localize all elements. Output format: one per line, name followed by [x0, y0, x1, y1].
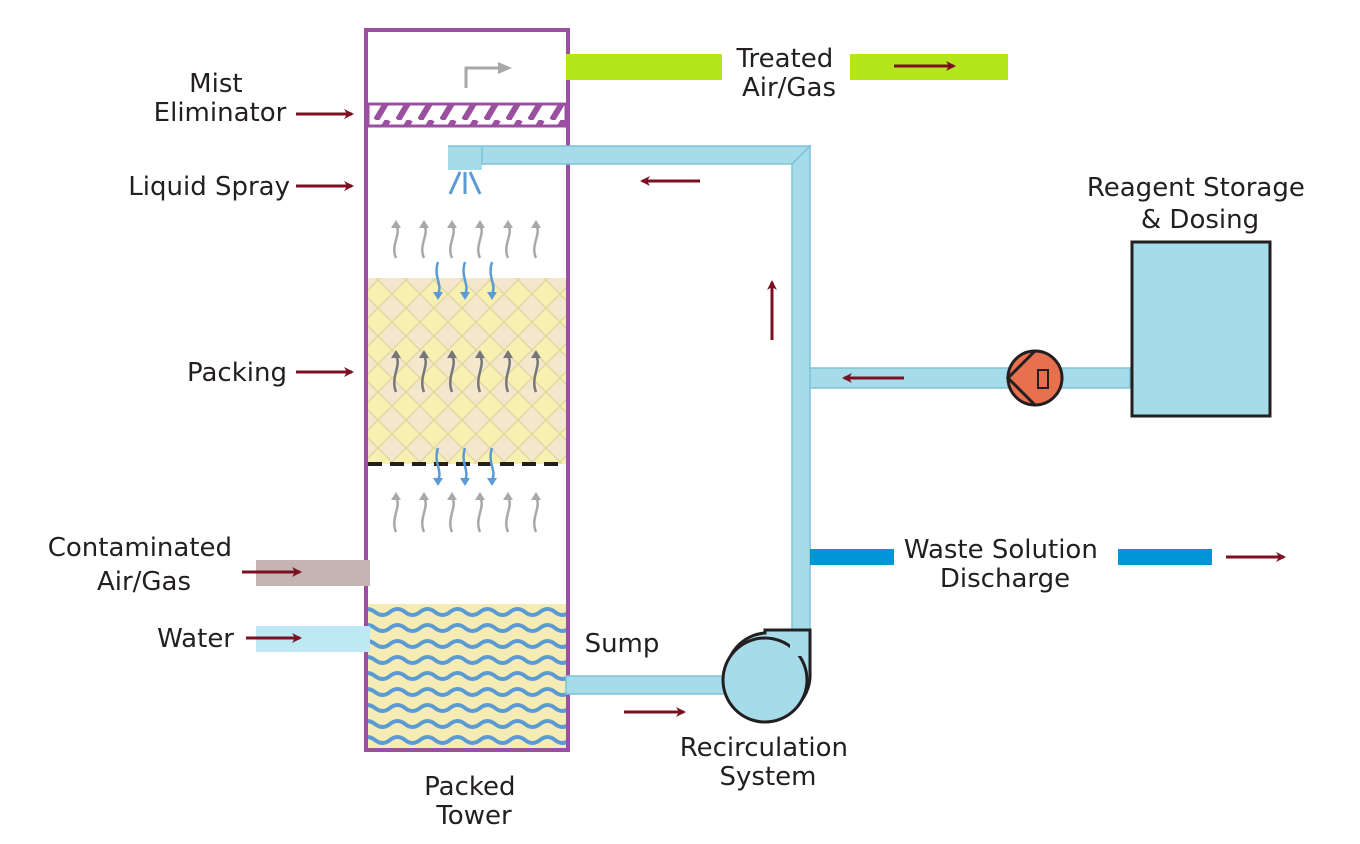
vapor-arrowhead [447, 350, 457, 358]
label-recirculation: Recirculation System [680, 733, 857, 792]
label-liquid-spray: Liquid Spray [128, 172, 290, 202]
drop-arrowhead [433, 292, 443, 300]
vapor-arrow [533, 497, 539, 533]
vapor-arrowhead [475, 350, 485, 358]
label-reagent: Reagent Storage & Dosing [1087, 173, 1313, 235]
vapor-arrow [393, 355, 399, 393]
waste-bar-1 [810, 549, 894, 565]
packed-tower [364, 28, 570, 752]
label-packing: Packing [187, 358, 287, 388]
sump-outlet-pipe [565, 675, 727, 695]
vapor-arrows-upper [391, 220, 541, 259]
sump-wave [368, 719, 566, 729]
vapor-arrow [421, 497, 427, 533]
drop-arrow [462, 447, 468, 481]
vapor-arrow [477, 497, 483, 533]
reagent-tank [1130, 240, 1272, 418]
sump-wave [368, 671, 566, 681]
label-mist-eliminator: Mist Eliminator [154, 69, 287, 128]
outlet-flow-icon [464, 66, 500, 88]
packing-bed [368, 278, 566, 464]
treated-gas-bar-1 [566, 54, 722, 80]
sump-wave [368, 639, 566, 649]
sump-wave [368, 703, 566, 713]
vapor-arrow [477, 355, 483, 393]
drop-arrow [435, 447, 441, 481]
drop-arrow [489, 261, 495, 295]
vapor-arrow [505, 355, 511, 393]
dosing-pump-icon [1005, 349, 1064, 407]
drop-arrowhead [487, 478, 497, 486]
vapor-arrow [449, 355, 455, 393]
sump-wave [368, 655, 566, 665]
label-packed-tower: Packed Tower [424, 772, 524, 831]
label-treated: Treated Air/Gas [735, 44, 841, 103]
spray-nozzle [448, 146, 482, 170]
drop-arrowhead [460, 292, 470, 300]
riser-pipe [791, 144, 811, 631]
vapor-arrowhead [531, 220, 541, 228]
vapor-arrow [449, 497, 455, 533]
sump-wave [368, 607, 566, 617]
drop-arrowhead [460, 478, 470, 486]
vapor-arrowhead [503, 350, 513, 358]
vapor-arrowhead [391, 492, 401, 500]
vapor-arrowhead [419, 220, 429, 228]
vapor-arrowhead [531, 492, 541, 500]
vapor-arrow [505, 497, 511, 533]
sump-wave [368, 687, 566, 697]
drop-arrow [435, 261, 441, 295]
label-water: Water [157, 624, 234, 654]
waste-bar-2 [1118, 549, 1212, 565]
recirculation-pump-icon [721, 628, 812, 724]
spray-header-pipe [448, 145, 812, 165]
vapor-arrow [533, 355, 539, 393]
drop-arrow [462, 261, 468, 295]
vapor-arrowhead [447, 220, 457, 228]
spray-droplets-icon [448, 171, 482, 195]
flow-arrows [242, 61, 1286, 717]
label-contaminated: Contaminated Air/Gas [48, 533, 241, 597]
drop-arrowhead [487, 292, 497, 300]
vapor-arrowhead [475, 492, 485, 500]
drop-arrow [489, 447, 495, 481]
vapor-arrowhead [391, 220, 401, 228]
vapor-arrowhead [391, 350, 401, 358]
label-waste: Waste Solution Discharge [904, 535, 1106, 594]
sump-wave [368, 623, 566, 633]
vapor-arrow [393, 497, 399, 533]
vapor-arrowhead [503, 220, 513, 228]
sump-wave [368, 735, 566, 745]
vapor-arrow [421, 355, 427, 393]
label-sump: Sump [585, 629, 660, 659]
vapor-arrowhead [503, 492, 513, 500]
drop-arrowhead [433, 478, 443, 486]
mist-eliminator-mesh [366, 102, 568, 128]
vapor-arrowhead [447, 492, 457, 500]
vapor-arrowhead [419, 492, 429, 500]
vapor-arrowhead [475, 220, 485, 228]
liquid-drop-arrows [433, 261, 497, 486]
sump-liquid [368, 604, 566, 748]
vapor-arrows-packing [391, 350, 541, 393]
vapor-arrowhead [419, 350, 429, 358]
vapor-arrowhead [531, 350, 541, 358]
vapor-arrows-lower [391, 492, 541, 533]
